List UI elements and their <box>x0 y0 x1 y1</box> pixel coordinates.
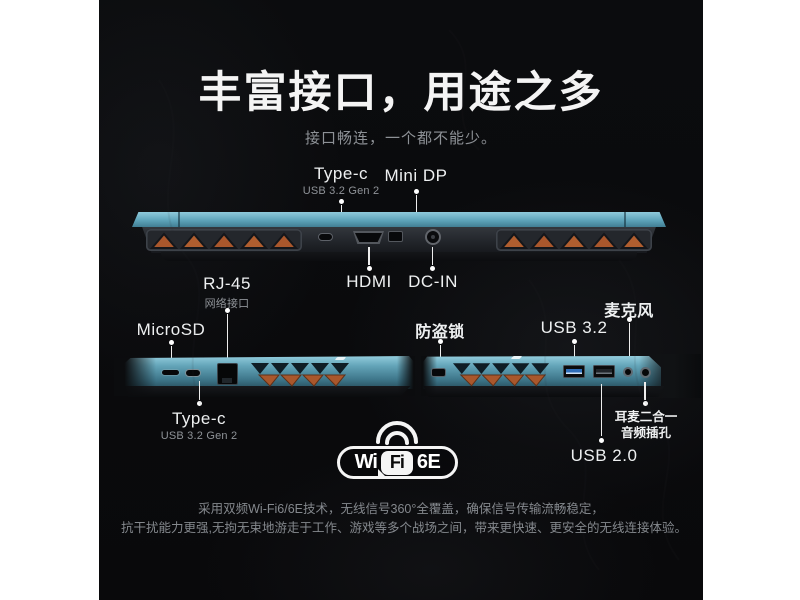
callout-minidp: Mini DP <box>384 166 447 186</box>
page-subtitle: 接口畅连，一个都不能少。 <box>304 130 498 147</box>
typec-rear-sublabel: USB 3.2 Gen 2 <box>302 185 380 197</box>
wifi-logo-fi-bubble: Fi <box>377 450 413 478</box>
poster-panel: 丰富接口，用途之多 接口畅连，一个都不能少。 Type-c USB 3.2 Ge… <box>99 0 703 600</box>
rear-vent-grille-right <box>496 229 652 251</box>
headset-label-line1: 耳麦二合一 <box>614 410 678 424</box>
callout-line <box>439 345 441 366</box>
callout-usb20: USB 2.0 <box>571 446 638 466</box>
callout-dot <box>168 340 174 345</box>
callout-dot <box>197 401 202 406</box>
callout-dot <box>437 339 443 344</box>
usbc-port-side <box>185 369 201 377</box>
typec-side-label: Type-c <box>171 409 227 428</box>
callout-dot <box>224 308 230 313</box>
callout-dot <box>413 189 419 194</box>
usb32-port-tongue <box>566 368 582 374</box>
side-vent-grille-left <box>251 363 349 387</box>
callout-usb32: USB 3.2 <box>541 318 608 338</box>
headset-jack <box>640 367 651 378</box>
dcin-label: DC-IN <box>408 272 458 291</box>
microsd-label: MicroSD <box>136 320 206 339</box>
minidp-port <box>388 231 403 242</box>
callout-dot <box>626 317 632 322</box>
wifi-logo-fi: Fi <box>389 452 405 472</box>
usb20-label: USB 2.0 <box>570 446 638 465</box>
rj45-label: RJ-45 <box>203 274 251 293</box>
typec-side-sublabel: USB 3.2 Gen 2 <box>160 430 238 442</box>
callout-microsd: MicroSD <box>137 320 206 340</box>
wifi-signal-arcs-icon <box>376 421 418 445</box>
callout-line <box>368 247 370 265</box>
usb20-port <box>593 365 615 378</box>
callout-dot <box>642 401 648 406</box>
callout-lock: 防盗锁 <box>415 318 465 342</box>
laptop-rear-lid <box>132 212 666 227</box>
callout-line <box>628 323 630 362</box>
usbc-port-rear <box>318 233 333 241</box>
wifi-6e-logo: Wi Fi 6E <box>337 420 461 482</box>
callout-rj45: RJ-45 网络接口 <box>203 274 251 311</box>
callout-line <box>198 381 200 400</box>
callout-dot <box>338 199 344 204</box>
callout-line <box>573 345 575 364</box>
rj45-port <box>217 363 238 385</box>
mic-label: 麦克风 <box>604 303 654 320</box>
hdmi-label: HDMI <box>346 272 392 291</box>
callout-line <box>600 384 602 436</box>
side-vent-grille-right <box>452 363 550 387</box>
hdmi-port <box>353 231 384 244</box>
callout-typec-rear: Type-c USB 3.2 Gen 2 <box>303 164 380 197</box>
footer-line-2: 抗干扰能力更强,无拘无束地游走于工作、游戏等多个战场之间，带来更快速、更安全的无… <box>121 521 687 535</box>
callout-typec-side: Type-c USB 3.2 Gen 2 <box>161 409 238 442</box>
usb20-port-tongue <box>596 368 612 374</box>
callout-line <box>644 382 646 400</box>
rj45-sublabel: 网络接口 <box>204 298 250 310</box>
headset-label-line2: 音频插孔 <box>620 426 672 440</box>
page-title: 丰富接口，用途之多 <box>198 69 604 117</box>
rear-vent-grille-left <box>146 229 302 251</box>
laptop-rear-bottom <box>161 252 637 261</box>
microsd-slot <box>162 370 179 375</box>
wifi-logo-pill: Wi Fi 6E <box>337 446 458 479</box>
footer-line-1: 采用双频Wi-Fi6/6E技术，无线信号360°全覆盖，确保信号传输流畅稳定， <box>198 502 604 516</box>
typec-rear-label: Type-c <box>313 164 369 183</box>
callout-line <box>431 247 433 265</box>
minidp-label: Mini DP <box>384 166 448 185</box>
callout-dot <box>599 438 604 443</box>
lid-seam <box>624 212 626 227</box>
callout-dot <box>366 266 372 271</box>
callout-dot <box>430 266 435 271</box>
lock-label: 防盗锁 <box>415 324 465 341</box>
dcin-port <box>425 229 441 245</box>
footer-description: 采用双频Wi-Fi6/6E技术，无线信号360°全覆盖，确保信号传输流畅稳定， … <box>121 500 687 538</box>
laptop-right-base <box>423 386 665 397</box>
laptop-left-base <box>119 386 411 397</box>
hdmi-port-inner <box>355 233 382 242</box>
callout-line <box>170 346 172 368</box>
mic-jack <box>623 367 633 377</box>
callout-line <box>226 314 228 366</box>
callout-hdmi: HDMI <box>346 272 391 292</box>
callout-headset: 耳麦二合一 音频插孔 <box>615 409 678 441</box>
callout-dcin: DC-IN <box>408 272 458 292</box>
callout-mic: 麦克风 <box>604 297 654 321</box>
wifi-logo-wi: Wi <box>354 451 378 473</box>
lid-seam <box>178 212 180 227</box>
callout-dot <box>571 339 577 344</box>
usb32-label: USB 3.2 <box>540 318 608 337</box>
usb32-port <box>563 365 585 378</box>
kensington-lock-slot <box>431 368 446 377</box>
wifi-logo-6e: 6E <box>416 451 441 473</box>
